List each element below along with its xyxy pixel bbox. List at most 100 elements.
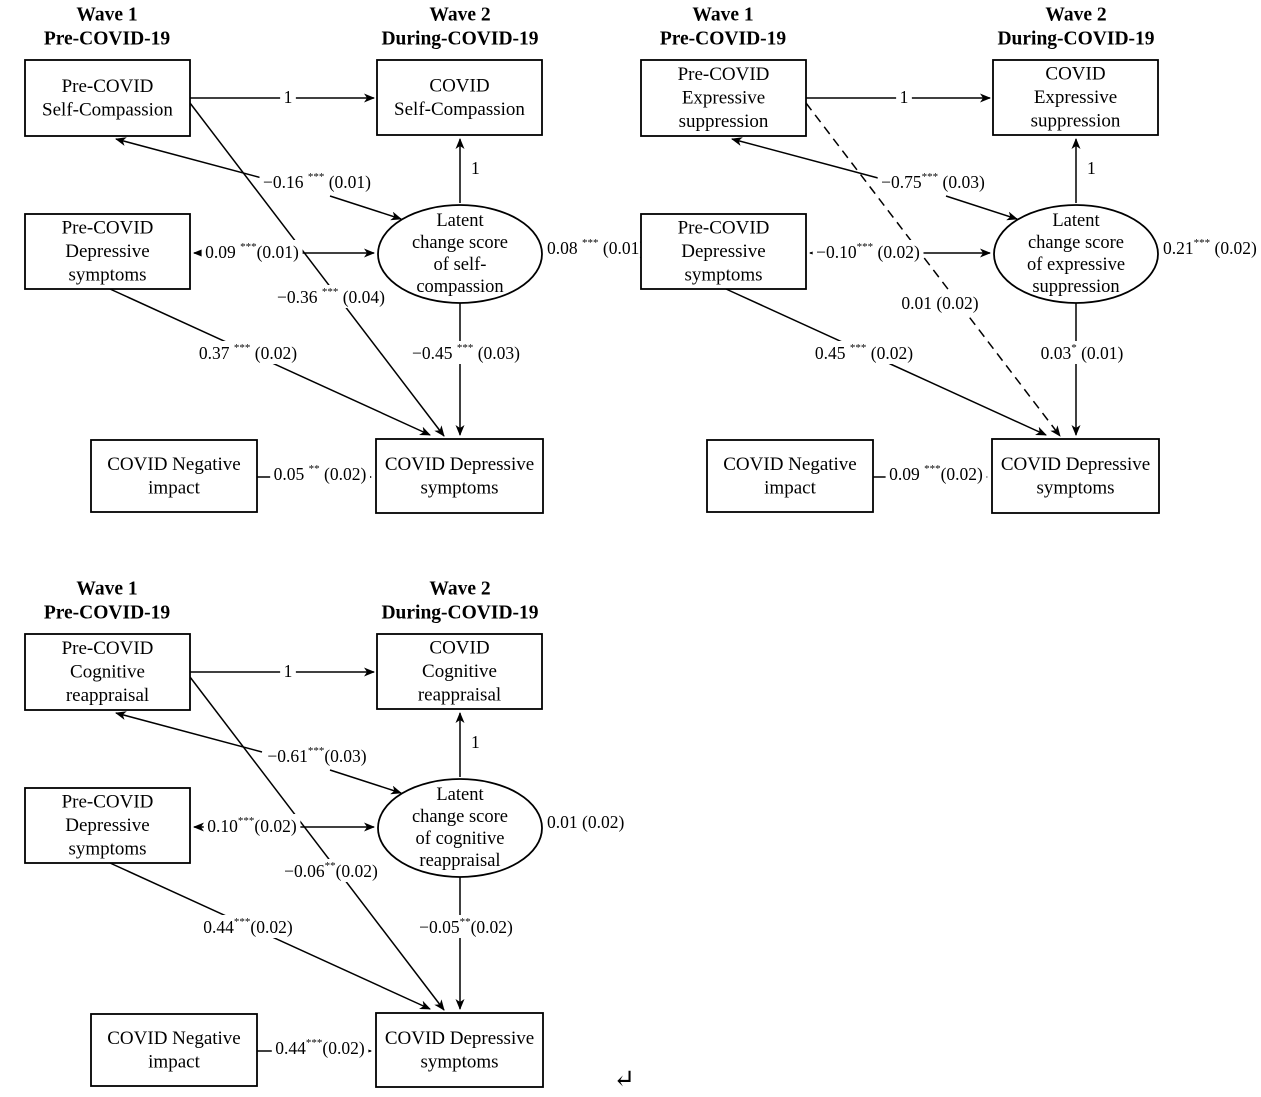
node-label-covid-construct-line3: reappraisal xyxy=(418,685,501,706)
edge-label-neg-impact-group: 0.05 ** (0.02) xyxy=(270,462,370,485)
box-pre-construct xyxy=(24,59,191,137)
edge-label-pre-dep-change-cov-group: −0.10*** (0.02) xyxy=(812,240,924,263)
node-label-covid-depressive-line1: COVID Depressive xyxy=(1001,454,1150,475)
label-mask xyxy=(280,660,296,682)
edge-label-pre-dep-change-cov: −0.10*** (0.02) xyxy=(816,241,920,262)
node-label-pre-depressive-line3: symptoms xyxy=(68,839,146,860)
box-covid-negative xyxy=(90,1013,258,1087)
box-covid-depressive xyxy=(991,438,1160,514)
box-covid-construct xyxy=(376,633,543,710)
edge-label-stability-group: 1 xyxy=(280,86,296,108)
node-label-pre-construct-line3: suppression xyxy=(679,111,769,132)
node-label-covid-negative-line2: impact xyxy=(148,1051,200,1072)
node-label-latent-change-line4: compassion xyxy=(416,277,503,297)
node-label-covid-depressive-line2: symptoms xyxy=(420,1051,498,1072)
ellipse-latent-change xyxy=(993,204,1159,304)
ellipse-latent-change xyxy=(377,778,543,878)
edge-label-dep-autoreg-group: 0.37 *** (0.02) xyxy=(195,341,301,364)
edge-label-pre-dep-change-cov: 0.09 ***(0.01) xyxy=(205,241,299,262)
node-label-latent-change-line3: of cognitive xyxy=(416,829,505,849)
edge-label-stability-group: 1 xyxy=(280,660,296,682)
edge-label-loading: 1 xyxy=(471,158,480,178)
ellipse-latent-change xyxy=(377,204,543,304)
node-label-latent-change-line1: Latent xyxy=(436,785,484,805)
path-cross_lag xyxy=(189,676,445,1011)
edge-label-change-to-dep: −0.45 *** (0.03) xyxy=(412,342,520,363)
path-change_to_pre-to-pre xyxy=(115,137,263,179)
label-mask xyxy=(203,814,301,837)
label-mask xyxy=(408,341,524,364)
box-pre-depressive xyxy=(640,213,807,290)
edge-label-dep-autoreg-group: 0.45 *** (0.02) xyxy=(811,341,917,364)
node-label-pre-depressive-line3: symptoms xyxy=(684,265,762,286)
edge-label-change-variance-group: 0.01 (0.02) xyxy=(547,812,624,832)
node-label-pre-depressive-line3: symptoms xyxy=(68,265,146,286)
node-label-pre-construct-line2: Expressive xyxy=(682,88,765,109)
node-label-covid-negative-line2: impact xyxy=(764,477,816,498)
edge-label-change-to-pre: −0.61***(0.03) xyxy=(267,745,366,766)
label-mask xyxy=(812,240,924,263)
label-mask xyxy=(885,462,987,485)
label-mask xyxy=(811,341,917,364)
header-wave1-line2: Pre-COVID-19 xyxy=(44,29,171,50)
return-symbol-icon: ↵ xyxy=(613,1065,635,1094)
box-covid-construct xyxy=(376,59,543,136)
node-label-pre-construct-line2: Self-Compassion xyxy=(42,99,173,120)
edge-label-change-variance: 0.08 *** (0.01) xyxy=(547,237,645,258)
label-mask xyxy=(195,341,301,364)
node-label-latent-change-line3: of self- xyxy=(434,255,487,275)
label-mask xyxy=(896,86,912,108)
header-wave1-line1: Wave 1 xyxy=(692,5,753,26)
path-cross_lag xyxy=(805,102,1061,437)
node-label-pre-depressive-line1: Pre-COVID xyxy=(678,218,770,239)
edge-label-cross-lag: −0.36 *** (0.04) xyxy=(277,286,385,307)
edge-label-cross-lag: −0.06**(0.02) xyxy=(284,860,378,881)
edge-label-cross-lag: 0.01 (0.02) xyxy=(901,293,978,313)
edge-label-neg-impact: 0.09 ***(0.02) xyxy=(889,463,983,484)
edge-label-change-to-dep: −0.05**(0.02) xyxy=(419,916,513,937)
label-mask xyxy=(263,744,371,767)
edge-label-change-variance-group: 0.08 *** (0.01) xyxy=(547,237,645,258)
header-wave1-line1: Wave 1 xyxy=(76,579,137,600)
panel-self-compassion: 11−0.16 *** (0.01)0.09 ***(0.01)−0.36 **… xyxy=(24,5,645,514)
box-covid-negative xyxy=(90,439,258,513)
label-mask xyxy=(199,915,297,938)
edge-label-pre-dep-change-cov: 0.10***(0.02) xyxy=(207,815,297,836)
node-label-latent-change-line2: change score xyxy=(1028,233,1124,253)
header-wave1-line2: Pre-COVID-19 xyxy=(44,603,171,624)
edge-label-loading: 1 xyxy=(471,732,480,752)
edge-label-change-to-pre-group: −0.61***(0.03) xyxy=(263,744,371,767)
edge-label-stability-group: 1 xyxy=(896,86,912,108)
header-wave1-line1: Wave 1 xyxy=(76,5,137,26)
node-label-pre-depressive-line1: Pre-COVID xyxy=(62,792,154,813)
path-change_to_pre-to-change xyxy=(329,195,402,221)
node-label-pre-depressive-line2: Depressive xyxy=(65,815,149,836)
label-mask xyxy=(270,462,370,485)
label-mask xyxy=(259,170,375,193)
edge-label-pre-dep-change-cov-group: 0.09 ***(0.01) xyxy=(201,240,303,263)
path-cross_lag xyxy=(189,102,445,437)
edge-label-change-to-dep: 0.03* (0.01) xyxy=(1041,342,1124,363)
node-label-covid-construct-line3: suppression xyxy=(1031,111,1121,132)
box-pre-construct xyxy=(24,633,191,711)
label-mask xyxy=(415,915,517,938)
node-label-latent-change-line1: Latent xyxy=(436,211,484,231)
path-change_to_pre-to-pre xyxy=(115,711,263,753)
edge-label-stability: 1 xyxy=(284,661,293,681)
edge-label-pre-dep-change-cov-group: 0.10***(0.02) xyxy=(203,814,301,837)
edge-label-change-to-pre-group: −0.75*** (0.03) xyxy=(877,170,989,193)
header-wave2-line1: Wave 2 xyxy=(429,579,490,600)
box-covid-negative xyxy=(706,439,874,513)
edge-label-loading: 1 xyxy=(1087,158,1096,178)
edge-label-dep-autoreg: 0.37 *** (0.02) xyxy=(199,342,297,363)
node-label-covid-construct-line2: Expressive xyxy=(1034,87,1117,108)
node-label-pre-depressive-line2: Depressive xyxy=(65,241,149,262)
node-label-covid-depressive-line1: COVID Depressive xyxy=(385,1028,534,1049)
path-change_to_pre-to-pre xyxy=(731,137,879,179)
header-wave2-line2: During-COVID-19 xyxy=(997,29,1154,50)
edge-label-change-to-dep-group: 0.03* (0.01) xyxy=(1037,341,1128,364)
node-label-covid-negative-line1: COVID Negative xyxy=(107,454,241,475)
panel-cognitive-reappraisal: 1 1 −0.61***(0.03) 0.10***(0.02) −0.06**(0.0… xyxy=(24,579,624,1088)
node-label-covid-depressive-line2: symptoms xyxy=(420,477,498,498)
